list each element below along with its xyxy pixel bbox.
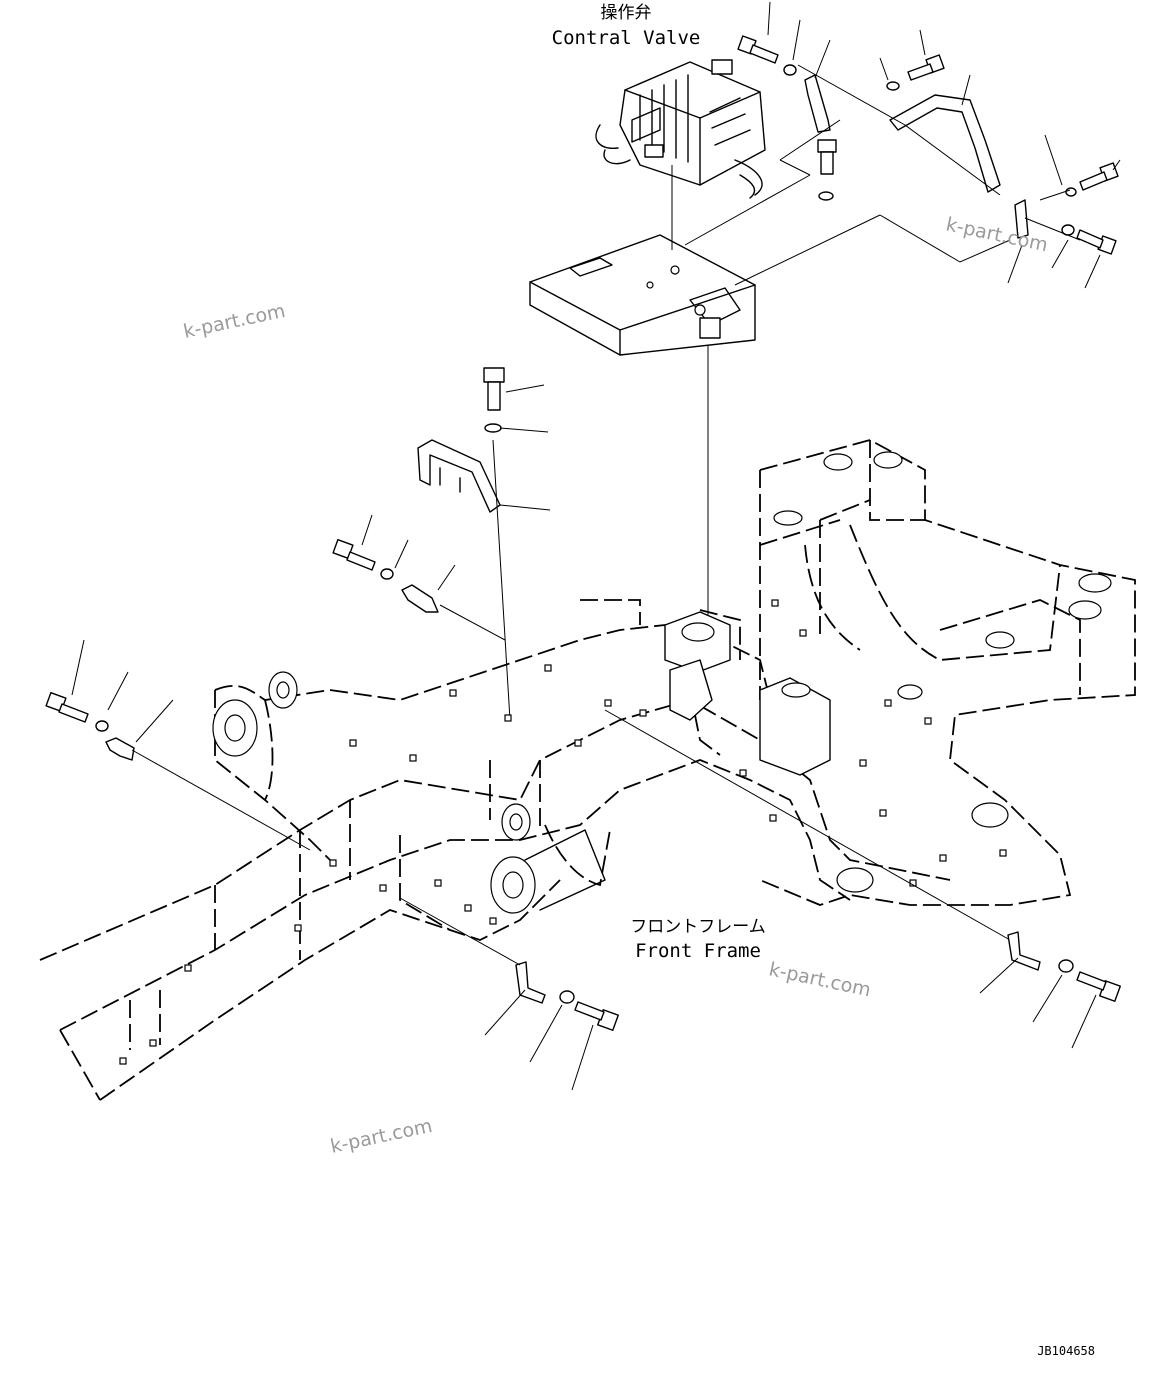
- bolt-1: [737, 35, 779, 64]
- drawing-number: JB104658: [1037, 1344, 1095, 1358]
- control-valve-label-en: Contral Valve: [552, 27, 701, 49]
- control-valve-label-jp: 操作弁: [601, 3, 652, 23]
- bracket-small-6: [1007, 931, 1041, 971]
- bolt-8: [45, 691, 89, 723]
- left-hardware: [45, 639, 311, 851]
- watermark: k-part.com: [767, 958, 873, 1001]
- bolt-5: [817, 139, 837, 175]
- bracket-small-4: [105, 737, 135, 761]
- front-frame-label-jp: フロントフレーム: [630, 917, 766, 937]
- bolt-4: [1076, 229, 1117, 255]
- watermark: k-part.com: [944, 213, 1050, 256]
- bracket-small-2: [1014, 199, 1029, 239]
- watermark: k-part.com: [181, 300, 287, 343]
- bolt-6: [483, 367, 505, 411]
- bolt-9: [574, 1001, 619, 1031]
- washer-3: [1065, 187, 1077, 197]
- washer-6: [484, 423, 502, 433]
- washer-10: [1058, 959, 1074, 973]
- front-frame-label-en: Front Frame: [635, 940, 761, 962]
- washer-7: [380, 568, 394, 580]
- bracket-large: [417, 439, 501, 513]
- valve-mount-plate: [529, 234, 756, 356]
- bracket-small-5: [515, 961, 546, 1004]
- front-frame: [39, 439, 1136, 1101]
- bolt-2: [907, 54, 945, 81]
- bolt-7: [332, 538, 376, 571]
- lower-hardware: [399, 897, 1121, 1091]
- bracket-small-3: [401, 584, 439, 613]
- bracket-curved: [889, 94, 1001, 193]
- control-valve: [595, 59, 766, 199]
- watermark: k-part.com: [328, 1115, 434, 1158]
- washer-8: [95, 720, 109, 732]
- bolt-3: [1079, 162, 1119, 191]
- washer-2: [886, 81, 900, 91]
- frame-holes: [119, 599, 1007, 1065]
- washer-5: [818, 191, 834, 201]
- washer-9: [559, 990, 575, 1004]
- bracket-small-1: [804, 74, 831, 133]
- mid-hardware: [332, 345, 709, 721]
- upper-hardware: [671, 1, 1121, 289]
- bolt-10: [1076, 971, 1121, 1002]
- washer-1: [783, 64, 797, 76]
